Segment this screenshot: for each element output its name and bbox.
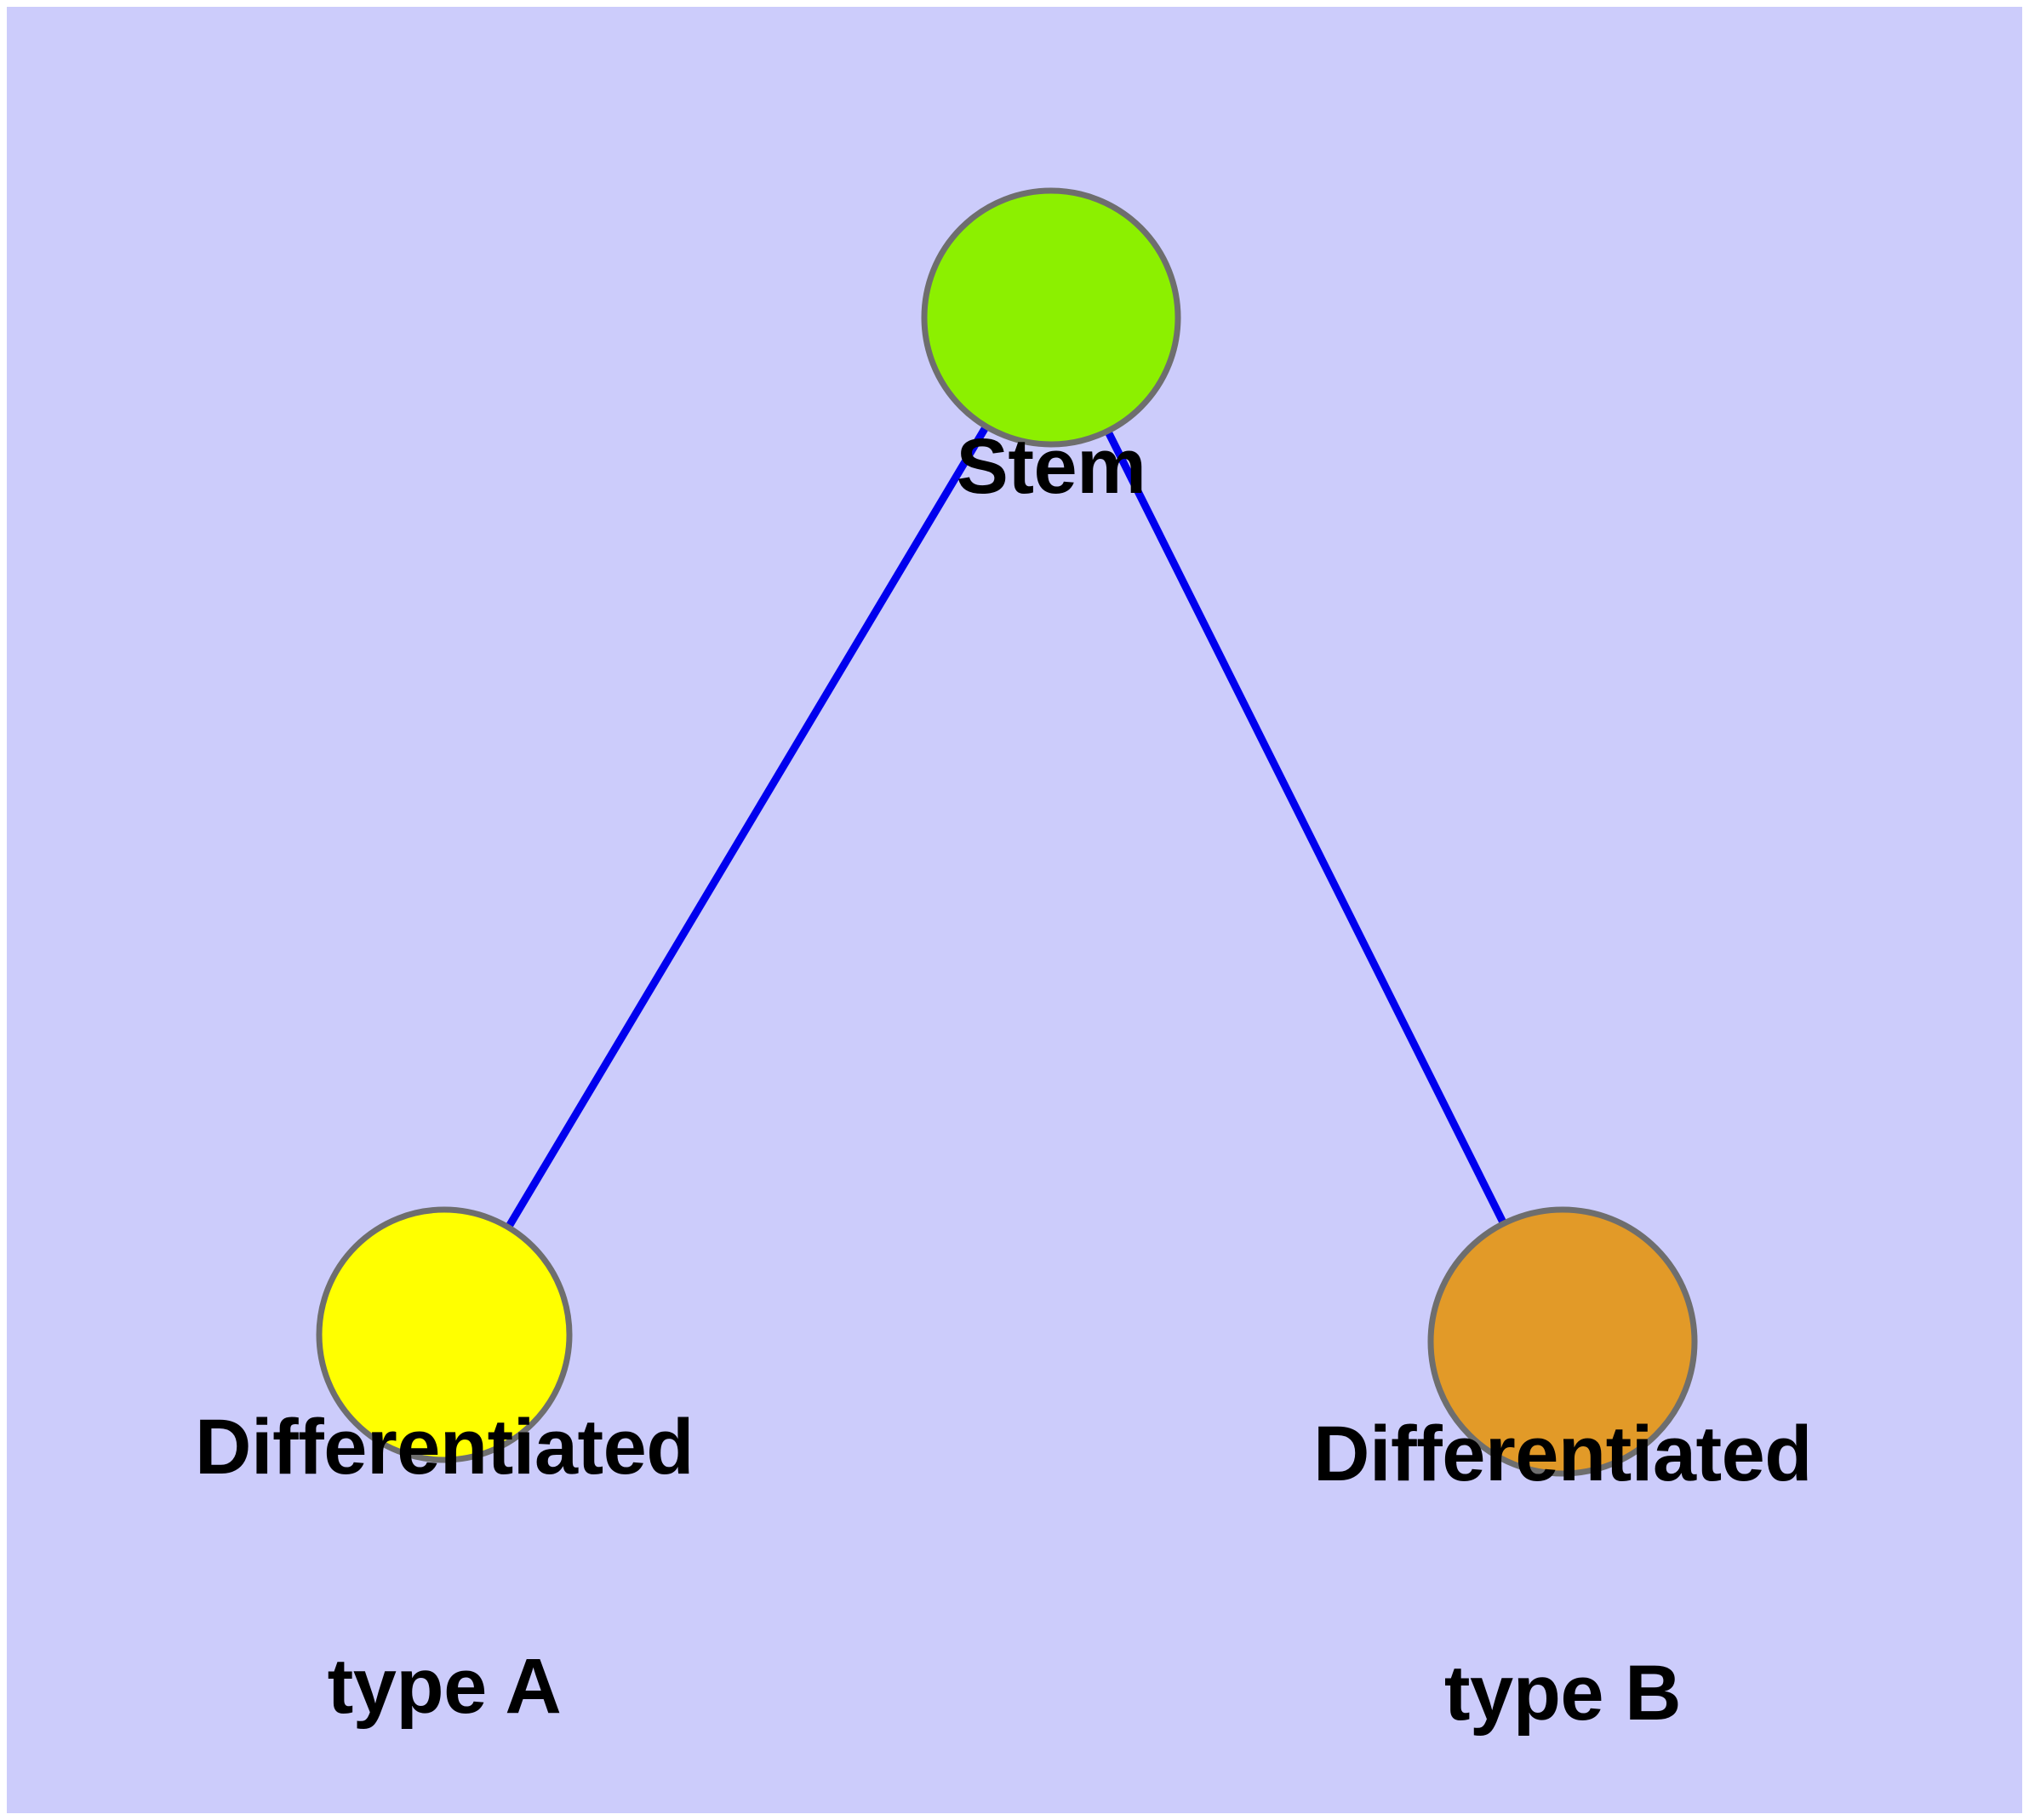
node-stem[interactable] xyxy=(921,187,1181,448)
node-differentiated-type-a[interactable] xyxy=(316,1206,573,1463)
edge-stem-to-differentiated-type-a[interactable] xyxy=(441,315,1055,1337)
edge-layer xyxy=(441,315,1567,1344)
node-differentiated-type-b[interactable] xyxy=(1427,1206,1698,1477)
node-layer xyxy=(316,187,1698,1477)
edge-stem-to-differentiated-type-b[interactable] xyxy=(1047,315,1567,1344)
